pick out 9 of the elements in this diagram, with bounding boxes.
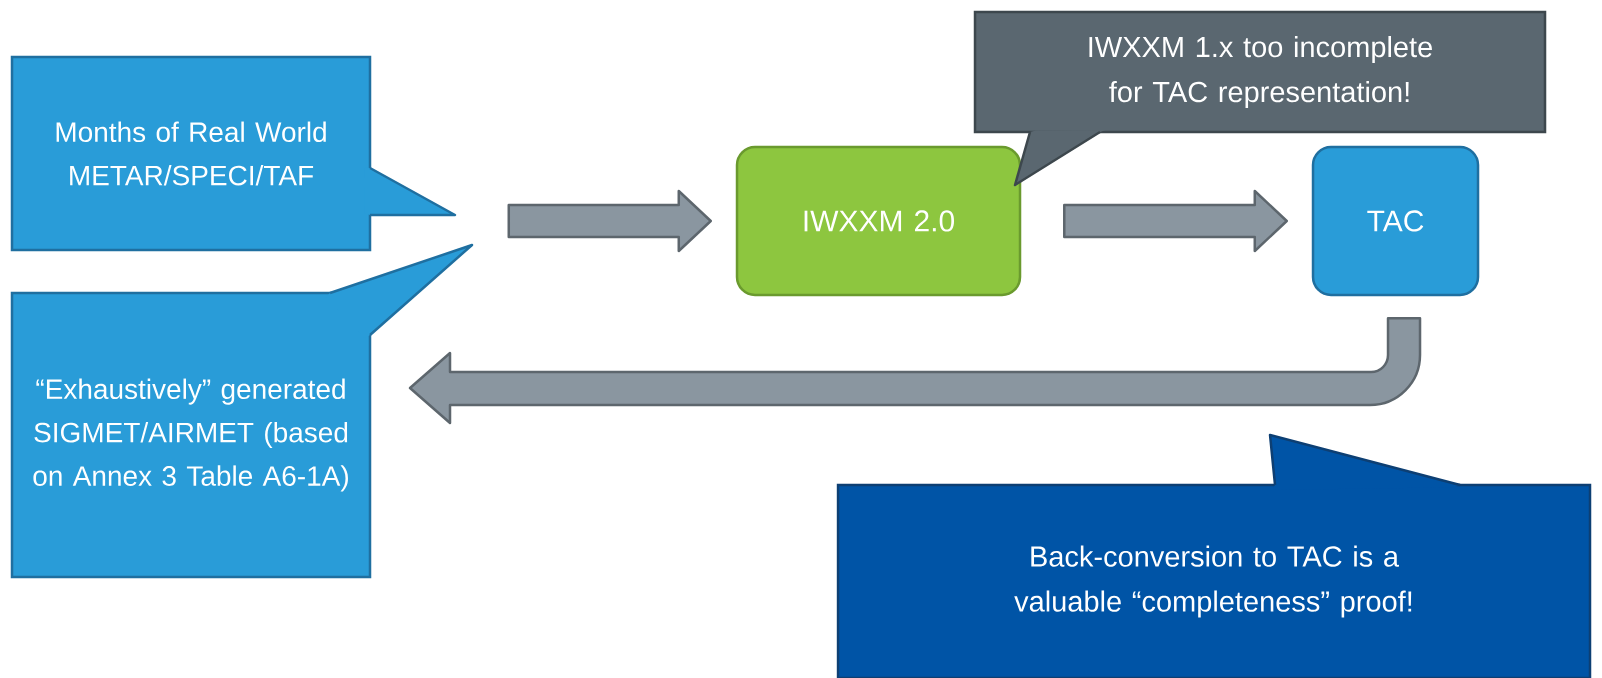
block-arrow bbox=[507, 189, 712, 253]
process-box: TAC bbox=[1311, 145, 1480, 297]
block-arrow bbox=[1063, 189, 1288, 253]
block-arrow bbox=[408, 317, 1422, 425]
callout-box: “Exhaustively” generated SIGMET/AIRMET (based on Annex 3 Table A6-1A) bbox=[10, 243, 474, 579]
callout-box: Back-conversion to TAC is a valuable “completeness” proof! bbox=[836, 433, 1592, 678]
process-box: IWXXM 2.0 bbox=[735, 145, 1022, 297]
callout-box: Months of Real World METAR/SPECI/TAF bbox=[10, 55, 457, 252]
callout-box: IWXXM 1.x too incomplete for TAC representation! bbox=[973, 10, 1547, 187]
